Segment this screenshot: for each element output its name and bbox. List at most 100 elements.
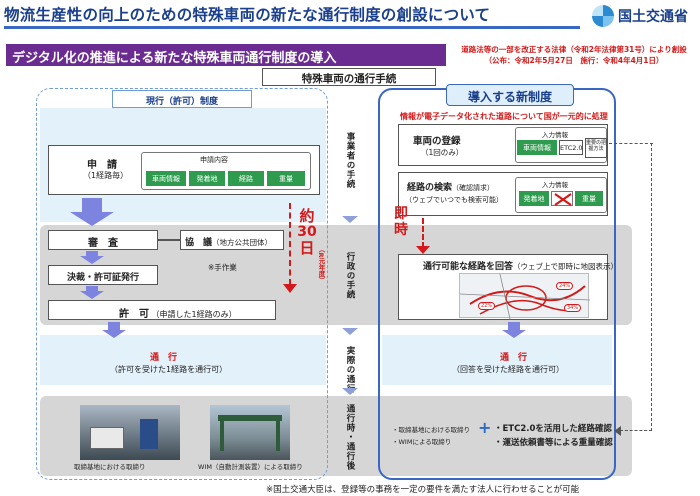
instant-arrow-head <box>416 246 430 254</box>
etc-dash-return <box>620 430 652 432</box>
right-enforce-1: ・取締基地における取締り <box>392 426 470 434</box>
etc-dash-horizontal <box>609 143 653 145</box>
right-pass-label: 通 行 <box>500 353 528 363</box>
apply-item-route: 経路 <box>228 171 264 186</box>
register-sub: （1回のみ） <box>421 148 464 157</box>
days-arrow-head <box>283 284 297 293</box>
instant-label: 即時 <box>394 206 408 238</box>
right-arrow-pass-head <box>502 330 526 338</box>
register-item-vehicle: 車両情報 <box>517 140 557 155</box>
route-answer-sub: （ウェブ上で即時に地図表示） <box>513 262 619 271</box>
arrow-decide-stem <box>86 286 98 292</box>
new-system-heading: 導入する新制度 <box>446 84 574 106</box>
apply-box: 申 請 （1経路毎） 申請内容 車両情報 発着地 経路 重量 <box>48 145 320 195</box>
left-arrow-stem <box>82 198 102 212</box>
route-map-lines <box>459 273 591 320</box>
right-pass-band <box>382 335 612 385</box>
register-item-etc: ETC2.0 <box>559 140 583 155</box>
arrow-review-stem <box>86 251 98 257</box>
law-note: 道路法等の一部を改正する法律（令和2年法律第31号）により創設 （公布：令和2年… <box>452 44 696 66</box>
consult-label: 協 議 <box>185 238 213 248</box>
apply-sub: （1経路毎） <box>83 171 129 180</box>
review-consult-link <box>158 239 180 241</box>
title-underline <box>4 26 580 29</box>
info-note: 情報が電子データ化された道路について国が一元的に処理 <box>400 112 608 121</box>
permit-sub: （申請した1経路のみ） <box>151 310 237 319</box>
left-arrow-head <box>70 212 114 226</box>
days-label: 約 30 日 <box>296 208 318 256</box>
label-actual-pass: 実際の通行 <box>345 346 355 394</box>
instant-dashed-line <box>422 218 424 248</box>
arrow-pass-stem <box>108 322 120 332</box>
mid-arrow-3 <box>342 388 358 395</box>
decision-box: 決裁・許可証発行 <box>48 265 158 285</box>
days-number: 30 <box>297 224 317 240</box>
etc-dash-vertical <box>651 143 653 431</box>
arrow-review-head <box>80 256 104 264</box>
search-box: 経路の検索（確認請求） （ウェブでいつでも検索可能） 入力情報 発着地 重量 <box>398 172 608 216</box>
days-dashed-line <box>289 203 291 285</box>
review-box: 審 査 <box>48 230 158 250</box>
mlit-logo-icon <box>592 5 614 27</box>
map-label-1: 24% <box>556 282 574 290</box>
register-label: 車両の登録 <box>413 136 461 147</box>
subtitle-banner: デジタル化の推進による新たな特殊車両通行制度の導入 <box>6 44 446 66</box>
map-label-2: 22% <box>478 302 496 310</box>
manual-note: ※手作業 <box>208 263 237 272</box>
map-label-3: 34% <box>564 304 582 312</box>
truck-shape <box>90 427 124 449</box>
permit-box: 許 可 （申請した1経路のみ） <box>48 300 276 320</box>
plus-icon: + <box>478 418 492 437</box>
route-answer-label: 通行可能な経路を回答 <box>423 262 514 272</box>
mid-arrow-2 <box>342 328 358 335</box>
days-approx: 約 <box>299 207 315 225</box>
apply-label: 申 請 <box>87 160 117 171</box>
days-note: （R元年度） <box>317 246 325 284</box>
search-title: 経路の検索（確認請求） <box>407 180 494 193</box>
current-system-heading: 現行（許可）制度 <box>112 90 252 108</box>
apply-content-box: 申請内容 車両情報 発着地 経路 重量 <box>141 152 311 190</box>
roadside-photo <box>80 405 180 460</box>
left-pass-label: 通 行 <box>150 353 178 363</box>
register-input-label: 入力情報 <box>542 131 568 139</box>
route-answer-title: 通行可能な経路を回答（ウェブ上で即時に地図表示） <box>423 259 618 272</box>
consult-sub: （地方公共団体） <box>212 238 273 247</box>
search-item-weight: 重量 <box>575 191 603 206</box>
search-item-route-removed <box>551 191 573 206</box>
wim-caption: WIM（自動計測装置）による取締り <box>198 463 303 471</box>
law-line-1: 道路法等の一部を改正する法律（令和2年法律第31号）により創設 <box>461 45 687 54</box>
page-title: 物流生産性の向上のための特殊車両の新たな通行制度の創設について <box>4 6 491 24</box>
current-system-panel <box>36 88 328 480</box>
apply-content-label: 申請内容 <box>200 156 228 164</box>
law-line-2: （公布：令和2年5月27日 施行：令和4年4月1日） <box>484 56 664 65</box>
roadside-caption: 取締基地における取締り <box>74 463 146 471</box>
mid-arrow-1 <box>342 216 358 223</box>
right-enforce-2: ・WIMによる取締り <box>392 438 452 446</box>
officer-shape <box>140 419 158 449</box>
register-box: 車両の登録 （1回のみ） 入力情報 車両情報 ETC2.0 重要の把握方法 <box>398 124 608 166</box>
right-pass-sub: （回答を受けた経路を通行可） <box>452 365 564 374</box>
procedure-title: 特殊車両の通行手続 <box>262 68 436 86</box>
search-input-box: 入力情報 <box>515 177 607 213</box>
label-admin: 行政の手続 <box>345 252 355 300</box>
permit-label: 許 可 <box>119 309 149 320</box>
arrow-pass-head <box>102 330 126 338</box>
weight-confirm: ・運送依頼書等による重量確認 <box>494 438 613 448</box>
left-pass-band <box>40 335 326 385</box>
search-sub: （ウェブでいつでも検索可能） <box>405 196 503 204</box>
search-request: （確認請求） <box>452 184 495 192</box>
org-logo: 国土交通省 <box>592 5 688 27</box>
search-input-label: 入力情報 <box>542 181 568 189</box>
footer-note: ※国土交通大臣は、登録等の事務を一定の要件を満たす法人に行わせることが可能 <box>266 485 580 495</box>
etc-dash-arrow-head <box>614 426 621 436</box>
wim-gantry-shape <box>218 415 282 421</box>
apply-item-origin: 発着地 <box>189 171 225 186</box>
right-arrow-pass-stem <box>508 322 520 332</box>
apply-item-weight: 重量 <box>267 171 305 186</box>
wim-photo <box>210 405 290 460</box>
left-pass-sub: （許可を受けた1経路を通行可） <box>110 365 228 374</box>
days-unit: 日 <box>299 239 315 257</box>
org-name: 国土交通省 <box>618 9 688 25</box>
register-item-method: 重要の把握方法 <box>585 138 607 158</box>
arrow-decide-head <box>80 291 104 299</box>
